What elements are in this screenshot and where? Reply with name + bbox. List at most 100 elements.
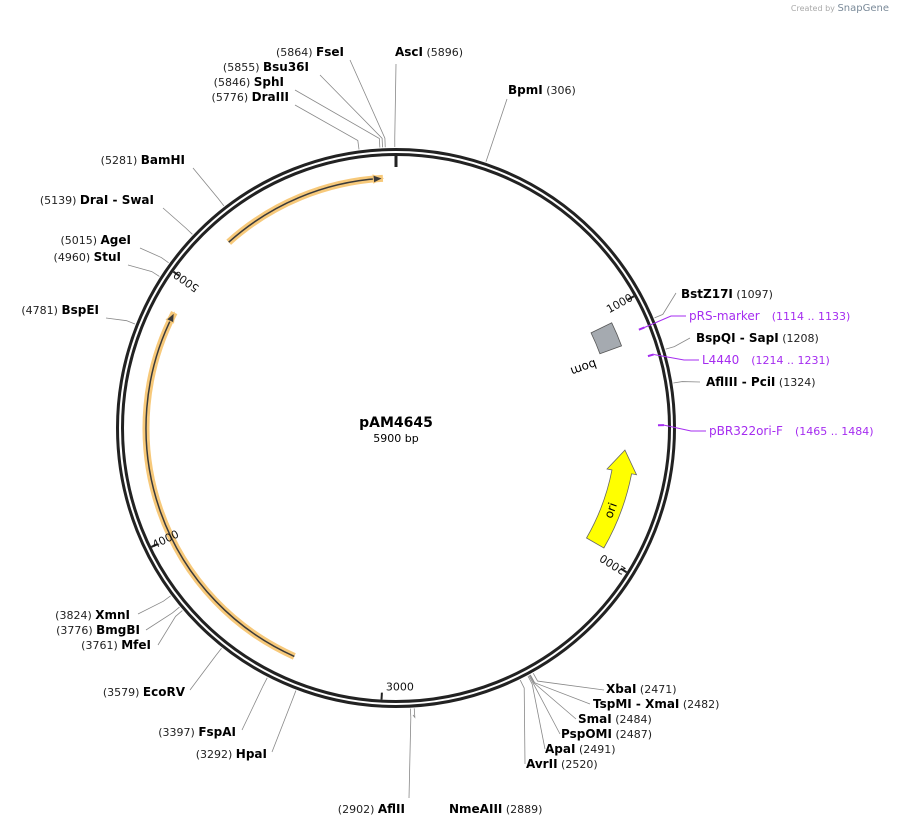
restriction-site[interactable]: BstZ17I (1097) bbox=[654, 287, 773, 319]
sites-layer: (5864) FseI(5855) Bsu36I(5846) SphI(5776… bbox=[21, 45, 818, 816]
site-leader-line bbox=[127, 264, 160, 277]
site-leader-line bbox=[157, 610, 183, 646]
restriction-site[interactable]: (5776) DraIII bbox=[212, 90, 360, 150]
site-label: (5015) AgeI bbox=[60, 233, 131, 247]
site-label: AflIII - PciI (1324) bbox=[706, 375, 815, 389]
primer-leader-line bbox=[653, 353, 699, 361]
site-leader-line bbox=[408, 708, 412, 799]
backbone-inner-strand bbox=[121, 153, 671, 703]
site-leader-line bbox=[527, 675, 546, 750]
site-name: AgeI bbox=[101, 233, 131, 247]
site-name: AflII bbox=[378, 802, 405, 816]
plasmid-length: 5900 bp bbox=[373, 432, 418, 445]
feature-bom[interactable]: bom bbox=[569, 322, 623, 379]
site-label: BspQI - SapI (1208) bbox=[696, 331, 819, 345]
site-name: ApaI bbox=[545, 742, 575, 756]
site-label: (4960) StuI bbox=[54, 250, 121, 264]
tick-label: 3000 bbox=[386, 681, 414, 694]
restriction-site[interactable]: SmaI (2484) bbox=[529, 674, 652, 726]
site-label: BstZ17I (1097) bbox=[681, 287, 773, 301]
site-label: AvrII (2520) bbox=[526, 757, 598, 771]
site-name: XbaI bbox=[606, 682, 636, 696]
site-name: StuI bbox=[94, 250, 121, 264]
restriction-site[interactable]: (5846) SphI bbox=[214, 75, 381, 148]
site-label: (3761) MfeI bbox=[81, 638, 151, 652]
feature-bom-label: bom bbox=[569, 357, 599, 379]
orf-arrow-left[interactable] bbox=[142, 310, 296, 660]
site-position: (3579) bbox=[103, 686, 140, 699]
restriction-site[interactable]: ApaI (2491) bbox=[527, 675, 616, 756]
restriction-site[interactable]: (5855) Bsu36I bbox=[223, 60, 383, 148]
restriction-site[interactable]: (3397) FspAI bbox=[158, 677, 268, 739]
site-name: EcoRV bbox=[143, 685, 186, 699]
site-label: (3292) HpaI bbox=[196, 747, 267, 761]
backbone-ring bbox=[116, 148, 676, 708]
restriction-site[interactable]: (3579) EcoRV bbox=[103, 648, 222, 699]
credit-brand: SnapGene bbox=[837, 3, 889, 14]
restriction-site[interactable]: BpmI (306) bbox=[485, 83, 576, 162]
site-label: (4781) BspEI bbox=[21, 303, 99, 317]
site-leader-line bbox=[192, 167, 225, 207]
primer-range: (1114 .. 1133) bbox=[772, 310, 851, 323]
feature-ori-label: ori bbox=[601, 501, 619, 520]
site-name: MfeI bbox=[121, 638, 151, 652]
restriction-site[interactable]: (5864) FseI bbox=[276, 45, 386, 148]
site-position: (3397) bbox=[158, 726, 195, 739]
site-name: XmnI bbox=[95, 608, 130, 622]
primer-leader-line bbox=[663, 424, 706, 432]
restriction-site[interactable]: (3824) XmnI bbox=[55, 595, 171, 622]
primer[interactable]: pRS-marker(1114 .. 1133) bbox=[638, 309, 851, 331]
site-position: (1097) bbox=[736, 288, 773, 301]
restriction-site[interactable]: PspOMI (2487) bbox=[528, 675, 652, 741]
site-position: (306) bbox=[546, 84, 576, 97]
site-label: (3579) EcoRV bbox=[103, 685, 186, 699]
restriction-site[interactable]: (5015) AgeI bbox=[60, 233, 169, 264]
site-position: (4781) bbox=[21, 304, 58, 317]
site-position: (3824) bbox=[55, 609, 92, 622]
restriction-site[interactable]: (3776) BmgBI bbox=[56, 606, 180, 637]
site-position: (1208) bbox=[782, 332, 819, 345]
tick-mark bbox=[620, 567, 628, 574]
site-label: (5864) FseI bbox=[276, 45, 344, 59]
restriction-site[interactable]: BspQI - SapI (1208) bbox=[665, 331, 819, 350]
restriction-site[interactable]: TspMI - XmaI (2482) bbox=[529, 674, 719, 711]
site-name: SmaI bbox=[578, 712, 612, 726]
orf-arrow-top[interactable] bbox=[226, 174, 385, 245]
site-position: (2902) bbox=[338, 803, 375, 816]
restriction-site[interactable]: AscI (5896) bbox=[394, 45, 463, 148]
site-name: FspAI bbox=[198, 725, 236, 739]
restriction-site[interactable]: (4781) BspEI bbox=[21, 303, 136, 325]
site-position: (5896) bbox=[427, 46, 464, 59]
site-leader-line bbox=[271, 690, 297, 753]
site-label: PspOMI (2487) bbox=[561, 727, 652, 741]
site-label: (2902) AflII bbox=[338, 802, 405, 816]
site-name: NmeAIII bbox=[449, 802, 502, 816]
primer[interactable]: L4440(1214 .. 1231) bbox=[647, 353, 830, 367]
site-name: DraIII bbox=[252, 90, 289, 104]
primer-name: L4440 bbox=[702, 353, 739, 367]
site-label: (5855) Bsu36I bbox=[223, 60, 309, 74]
site-leader-line bbox=[485, 98, 508, 162]
site-leader-line bbox=[241, 677, 268, 731]
restriction-site[interactable]: (5139) DraI - SwaI bbox=[40, 193, 193, 235]
restriction-site[interactable]: AflIII - PciI (1324) bbox=[673, 375, 815, 389]
restriction-site[interactable]: (4960) StuI bbox=[54, 250, 160, 277]
restriction-site[interactable]: (2902) AflII bbox=[338, 708, 412, 816]
site-label: AscI (5896) bbox=[395, 45, 463, 59]
plasmid-name: pAM4645 bbox=[359, 415, 433, 431]
site-label: (3824) XmnI bbox=[55, 608, 130, 622]
site-leader-line bbox=[145, 606, 180, 631]
tick-label: 1000 bbox=[604, 291, 635, 316]
tick-mark bbox=[627, 295, 635, 301]
restriction-site[interactable]: (3761) MfeI bbox=[81, 610, 183, 652]
restriction-site[interactable]: (3292) HpaI bbox=[196, 690, 297, 761]
restriction-site[interactable]: (5281) BamHI bbox=[101, 153, 225, 207]
restriction-site[interactable]: AvrII (2520) bbox=[519, 679, 598, 771]
primer[interactable]: pBR322ori-F(1465 .. 1484) bbox=[657, 424, 874, 438]
site-leader-line bbox=[412, 708, 416, 719]
restriction-site[interactable]: NmeAIII (2889) bbox=[412, 708, 542, 816]
feature-ori[interactable]: ori bbox=[585, 449, 638, 549]
restriction-site[interactable]: XbaI (2471) bbox=[532, 673, 676, 696]
site-leader-line bbox=[528, 675, 561, 735]
tick-label: 5000 bbox=[171, 268, 201, 295]
